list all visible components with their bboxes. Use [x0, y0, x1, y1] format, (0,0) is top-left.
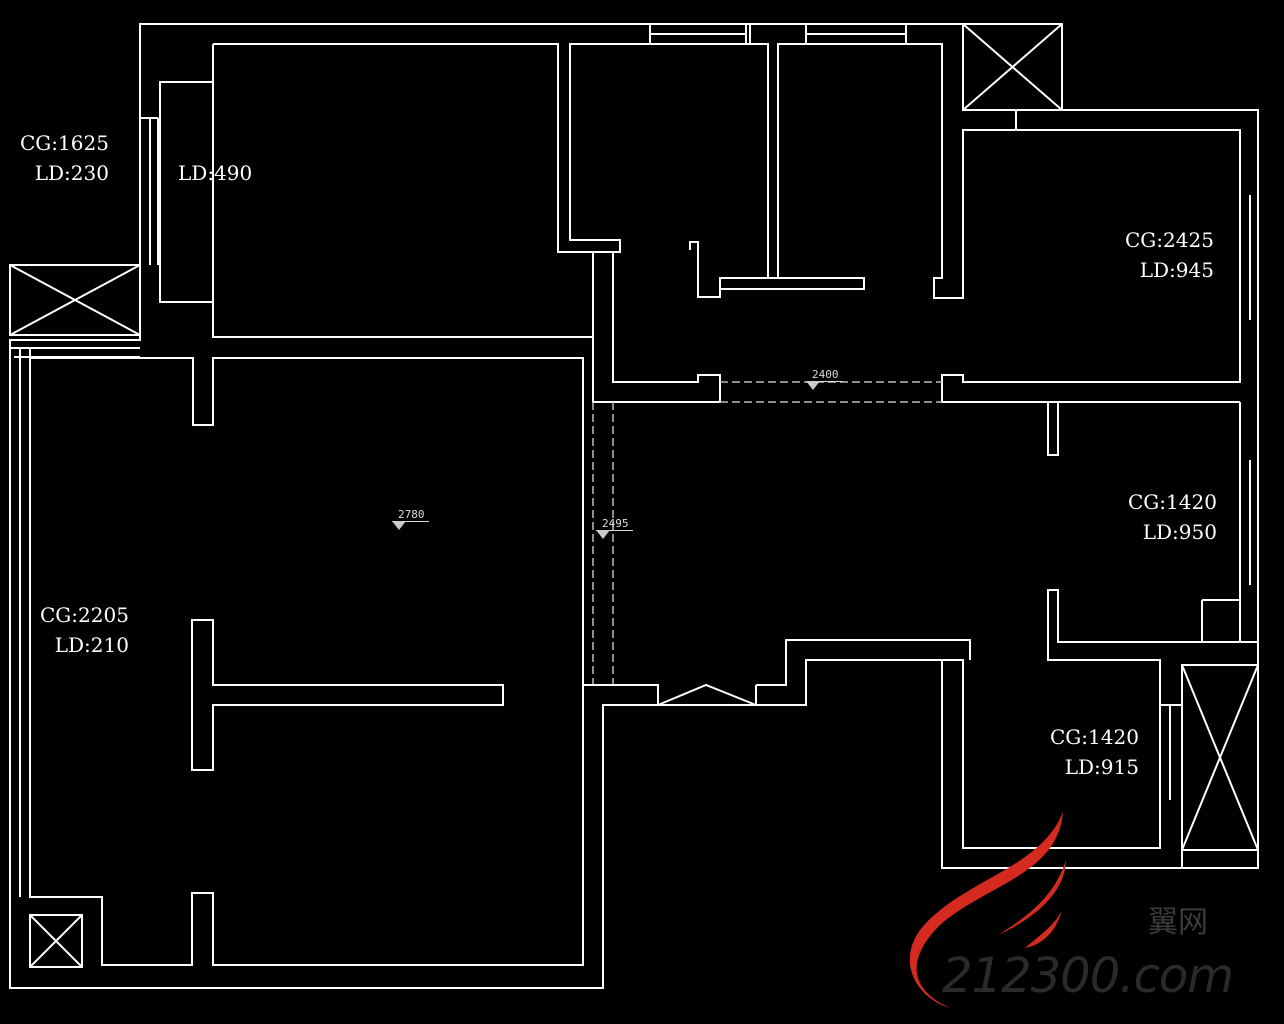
window-top — [649, 24, 907, 45]
elevation-marker: 2780 — [392, 508, 429, 530]
wall-room-right — [942, 402, 1258, 849]
ceiling-height: CG:2205 — [40, 603, 129, 627]
shaft-right — [1181, 664, 1259, 851]
wall-t — [191, 619, 504, 771]
watermark-text: 212300.com — [942, 948, 1234, 1004]
shaft-top-x — [962, 23, 1063, 131]
window-left — [139, 110, 159, 265]
beam-depth: LD:945 — [1139, 258, 1214, 282]
beam-depth: LD:950 — [1142, 520, 1217, 544]
wall-living — [29, 357, 971, 966]
ceiling-height: CG:1420 — [1128, 490, 1217, 514]
shaft-left-x — [9, 264, 141, 336]
elevation-marker: 2400 — [806, 368, 843, 390]
wall-corridor — [592, 252, 721, 403]
ceiling-height: CG:2425 — [1125, 228, 1214, 252]
room-label-bay: LD:490 — [178, 158, 252, 188]
shaft-left — [9, 264, 141, 336]
beam-depth: LD:490 — [178, 161, 253, 185]
wall-bedroom-1 — [212, 24, 751, 338]
watermark-cn: 翼网 — [1148, 905, 1208, 940]
window-left-living — [9, 340, 140, 988]
shaft-right-x — [1160, 664, 1259, 868]
watermark-logo — [909, 812, 1066, 1008]
beam-depth: LD:915 — [1064, 755, 1139, 779]
shaft-bottom — [29, 914, 83, 968]
ceiling-height: CG:1625 — [20, 131, 109, 155]
beam-depth: LD:230 — [34, 161, 109, 185]
shaft-top — [962, 23, 1063, 111]
bay-window — [159, 81, 214, 303]
elevation-marker: 2495 — [596, 517, 633, 539]
ceiling-height: CG:1420 — [1050, 725, 1139, 749]
window-right — [1239, 195, 1251, 585]
beam-depth: LD:210 — [54, 633, 129, 657]
shaft-bottom-x — [29, 914, 83, 968]
wall-bath — [570, 43, 1241, 403]
